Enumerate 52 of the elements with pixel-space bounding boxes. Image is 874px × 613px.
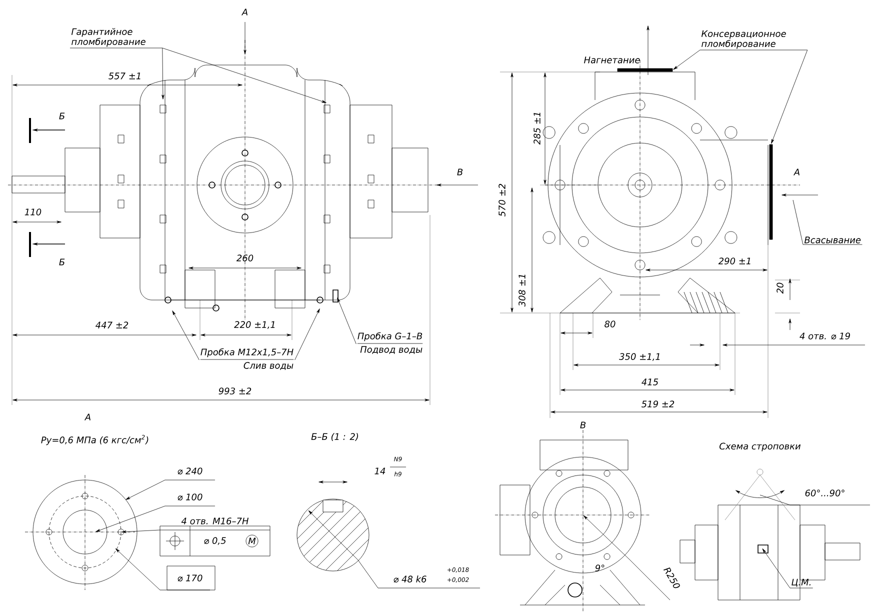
dimension-text: 14 bbox=[374, 468, 386, 474]
dimension-text: ⌀ 240 bbox=[178, 468, 202, 474]
view-letter: А bbox=[793, 168, 800, 176]
dimension-text: 260 bbox=[236, 254, 254, 262]
callout-note: Гарантийное пломбирование bbox=[70, 28, 163, 48]
dimension-text: 993 ±2 bbox=[218, 388, 252, 394]
callout-note: Всасывание bbox=[802, 236, 862, 245]
scheme-title: Схема строповки bbox=[720, 442, 801, 452]
dimension-text: 4 отв. ⌀ 19 bbox=[800, 332, 850, 340]
leader-line bbox=[162, 48, 164, 100]
callout-note: Пробка M12x1,5–7H Слив воды bbox=[200, 348, 294, 370]
dimension-text: 290 ±1 bbox=[718, 258, 750, 264]
leader-line bbox=[294, 308, 320, 360]
dimension-text: 557 ±1 bbox=[108, 72, 140, 80]
dimension-text: ⌀ 170 bbox=[178, 574, 202, 582]
dimension-text: 570 ±2 bbox=[498, 184, 506, 216]
dimension-text: ⌀ 48 k6 bbox=[394, 576, 426, 582]
leader-line bbox=[673, 50, 700, 70]
dimension-text: 519 ±2 bbox=[642, 400, 674, 408]
leader-line bbox=[771, 50, 808, 144]
dimension-text: 110 bbox=[24, 208, 42, 216]
dimension-text: 285 ±1 bbox=[534, 112, 540, 145]
view-letter: А bbox=[84, 414, 90, 420]
callout-note: Ц.М. bbox=[790, 578, 814, 588]
tolerance-text: ⌀ 0,5 bbox=[204, 537, 226, 545]
section-letter: Б bbox=[59, 112, 65, 120]
angle-text: 9° bbox=[595, 564, 604, 572]
view-letter: В bbox=[457, 168, 463, 176]
section-letter: Б bbox=[59, 258, 65, 266]
dimension-text: 4 отв. M16–7H bbox=[181, 518, 249, 524]
leader-line bbox=[792, 200, 804, 245]
callout-note: Консервационное пломбирование bbox=[700, 30, 808, 50]
pressure-note: Pу=0,6 МПа (6 кгс/см$^{2}$) bbox=[41, 434, 148, 446]
angle-text: 60°...90° bbox=[805, 490, 844, 496]
section-title: Б–Б (1 : 2) bbox=[311, 433, 358, 442]
dimension-text: 308 ±1 bbox=[518, 274, 526, 307]
tolerance-text: M bbox=[248, 538, 256, 544]
dimension-text: 220 ±1,1 bbox=[234, 321, 275, 329]
dimension-text: 350 ±1,1 bbox=[619, 353, 660, 361]
leader-line bbox=[172, 310, 200, 360]
view-letter: В bbox=[580, 422, 586, 428]
flow-text: Нагнетание bbox=[584, 56, 640, 64]
dimension-text: 415 bbox=[642, 378, 658, 386]
view-letter: А bbox=[241, 8, 248, 16]
dimension-text: 447 ±2 bbox=[96, 322, 128, 328]
callout-note: Пробка G–1–B Подвод воды bbox=[357, 332, 423, 354]
dimension-text: 20 bbox=[776, 282, 784, 294]
leader-line bbox=[762, 548, 790, 588]
dimension-text: ⌀ 100 bbox=[178, 494, 202, 500]
dimension-text: 80 bbox=[604, 320, 616, 328]
leader-line bbox=[162, 48, 326, 103]
leader-line bbox=[337, 298, 356, 344]
